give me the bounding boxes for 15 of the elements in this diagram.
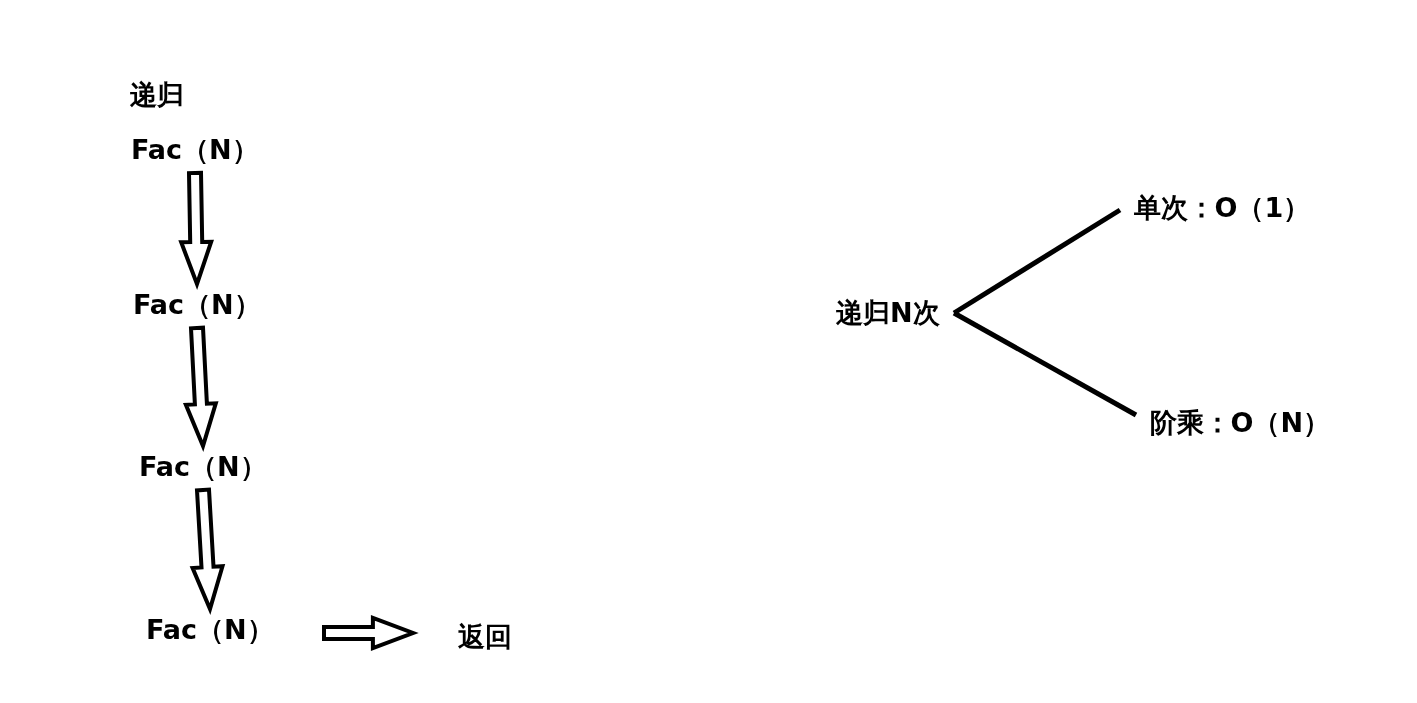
node-label: 阶乘：O（N）	[1149, 408, 1331, 438]
block-arrow	[322, 615, 419, 651]
connector-line	[952, 207, 1122, 316]
block-arrow	[178, 170, 214, 290]
node-label: Fac（N）	[131, 135, 259, 165]
block-arrow	[182, 325, 219, 452]
connector-line	[952, 310, 1138, 418]
heading: 递归	[130, 80, 184, 110]
node-label: 单次：O（1）	[1133, 193, 1311, 223]
node-label: Fac（N）	[133, 290, 261, 320]
node-label: Fac（N）	[139, 452, 267, 482]
node-label: 返回	[458, 622, 512, 652]
node-label: 递归N次	[836, 298, 940, 328]
block-arrow	[189, 487, 226, 615]
node-label: Fac（N）	[146, 615, 274, 645]
